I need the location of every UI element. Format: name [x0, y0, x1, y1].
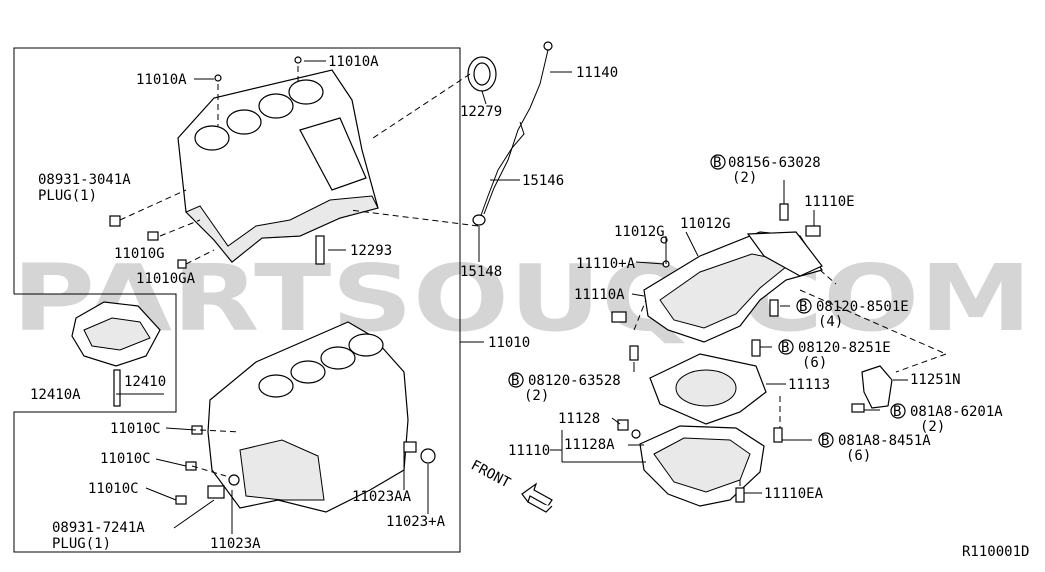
bolt-mark-4: B — [511, 373, 519, 389]
label-12410A: 12410A — [30, 387, 81, 403]
label-11110EA: 11110EA — [764, 486, 824, 502]
cylinder-block-lower — [207, 321, 436, 513]
fasteners — [109, 203, 865, 505]
oil-pan-upper — [643, 231, 823, 343]
label-08156-63028: 08156-63028 — [728, 155, 821, 171]
mount-bracket-12410 — [71, 301, 161, 407]
label-11110-plus-A: 11110+A — [576, 256, 636, 272]
dipstick-assembly — [472, 41, 553, 226]
bolt-mark-3: B — [781, 340, 789, 356]
label-11010C-1: 11010C — [110, 421, 161, 437]
label-11010A-2: 11010A — [328, 54, 379, 70]
label-qty-4: (4) — [818, 314, 843, 330]
label-qty-6b: (6) — [846, 448, 871, 464]
label-11128A: 11128A — [564, 437, 615, 453]
label-qty-2a: (2) — [732, 170, 757, 186]
label-08931-3041A: 08931-3041A — [38, 172, 131, 188]
leader-lines — [116, 60, 947, 534]
label-11010A-1: 11010A — [136, 72, 187, 88]
part-labels: 11010A 11010A 12279 11140 08931-3041A PL… — [30, 54, 1029, 560]
front-arrow — [521, 482, 553, 513]
label-08120-63528: 08120-63528 — [528, 373, 621, 389]
front-label: FRONT — [468, 457, 513, 491]
label-11023AA: 11023AA — [352, 489, 412, 505]
bolt-mark-2: B — [799, 299, 807, 315]
seal-12279 — [467, 56, 497, 92]
ref-code: R110001D — [962, 544, 1029, 560]
bolt-mark-5: B — [893, 404, 901, 420]
bolt-mark-1: B — [713, 155, 721, 171]
label-11010C-3: 11010C — [88, 481, 139, 497]
label-qty-6a: (6) — [802, 355, 827, 371]
label-11010C-2: 11010C — [100, 451, 151, 467]
label-11251N: 11251N — [910, 372, 961, 388]
label-08931-7241A: 08931-7241A — [52, 520, 145, 536]
oil-pan-lower — [639, 425, 765, 507]
label-081A8-8451A: 081A8-8451A — [838, 433, 931, 449]
label-15148: 15148 — [460, 264, 502, 280]
label-12279: 12279 — [460, 104, 502, 120]
label-08120-8251E: 08120-8251E — [798, 340, 891, 356]
label-11010G: 11010G — [114, 246, 165, 262]
label-plug-1a: PLUG(1) — [38, 188, 97, 204]
bolt-mark-6: B — [821, 433, 829, 449]
baffle-plate-11113 — [649, 353, 767, 425]
label-11023-plus-A: 11023+A — [386, 514, 446, 530]
label-11113: 11113 — [788, 377, 830, 393]
label-15146: 15146 — [522, 173, 564, 189]
bolt-markers: B B B B B B — [508, 154, 906, 449]
label-11010GA: 11010GA — [136, 271, 196, 287]
cylinder-block-upper — [177, 56, 379, 263]
label-11110E: 11110E — [804, 194, 855, 210]
label-11140: 11140 — [576, 65, 618, 81]
label-qty-2c: (2) — [920, 419, 945, 435]
label-081A8-6201A: 081A8-6201A — [910, 404, 1003, 420]
label-12410: 12410 — [124, 374, 166, 390]
label-11012G-2: 11012G — [680, 216, 731, 232]
bracket-11251N — [861, 365, 893, 409]
label-plug-1b: PLUG(1) — [52, 536, 111, 552]
label-qty-2b: (2) — [524, 388, 549, 404]
label-11012G-1: 11012G — [614, 224, 665, 240]
label-11023A: 11023A — [210, 536, 261, 552]
label-11110: 11110 — [508, 443, 550, 459]
frame-boxes — [13, 47, 461, 553]
label-11010: 11010 — [488, 335, 530, 351]
label-12293: 12293 — [350, 243, 392, 259]
label-11128: 11128 — [558, 411, 600, 427]
label-11110A: 11110A — [574, 287, 625, 303]
label-08120-8501E: 08120-8501E — [816, 299, 909, 315]
